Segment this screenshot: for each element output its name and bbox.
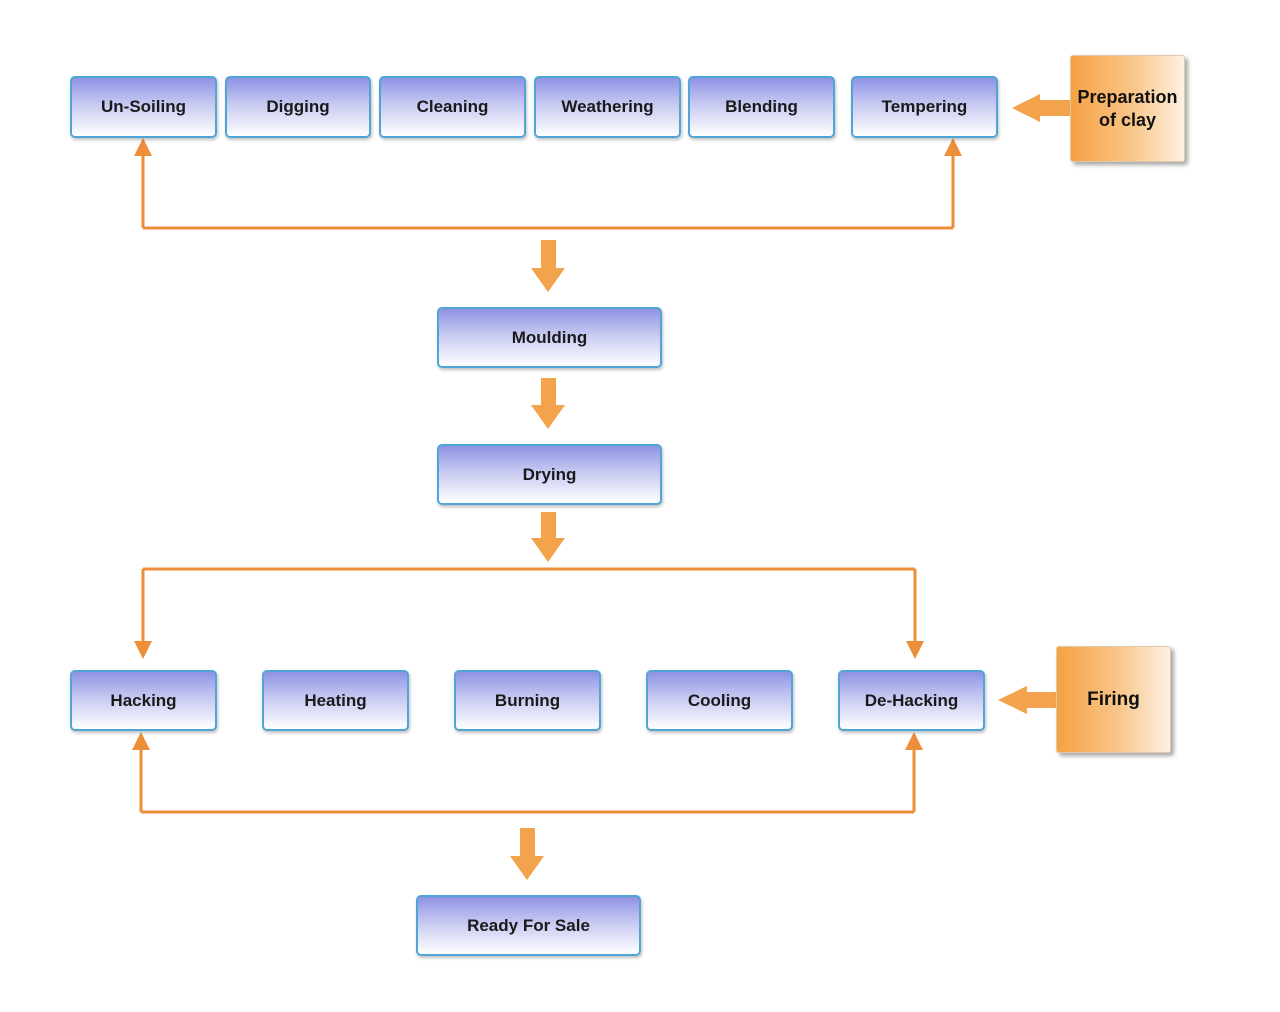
prep-left-arrow-icon [1012,94,1070,122]
step-cleaning: Cleaning [379,76,526,138]
step-moulding: Moulding [437,307,662,368]
down-arrow-to-firing [531,512,565,562]
step-de-hacking: De-Hacking [838,670,985,731]
down-arrow-to-ready [510,828,544,880]
step-label: Cleaning [416,97,489,116]
step-label: Hacking [110,690,177,710]
down-arrow-to-moulding [531,240,565,292]
down-arrow-to-drying [531,378,565,429]
step-label: Blending [725,97,798,116]
group-preparation-of-clay: Preparation of clay [1070,55,1185,162]
step-heating: Heating [262,670,409,731]
step-label: Weathering [561,97,654,116]
step-cooling: Cooling [646,670,793,731]
group-label: Firing [1087,689,1140,710]
step-label: Burning [494,690,561,710]
step-label: Tempering [881,97,968,116]
step-tempering: Tempering [851,76,998,138]
step-label: Un-Soiling [101,97,186,116]
group-firing: Firing [1056,646,1171,753]
step-ready-for-sale: Ready For Sale [416,895,641,956]
step-burning: Burning [454,670,601,731]
step-label: Drying [522,464,577,484]
step-weathering: Weathering [534,76,681,138]
step-label: De-Hacking [864,690,959,710]
step-blending: Blending [688,76,835,138]
step-label: Moulding [511,327,588,347]
step-hacking: Hacking [70,670,217,731]
step-label: Digging [266,97,330,116]
step-drying: Drying [437,444,662,505]
step-un-soiling: Un-Soiling [70,76,217,138]
group-label-line1: Preparation [1077,86,1178,107]
step-label: Cooling [687,690,752,710]
firing-left-arrow-icon [998,686,1057,714]
step-label: Ready For Sale [467,915,590,935]
step-label: Heating [304,690,367,710]
step-digging: Digging [225,76,371,138]
group-label-line2: of clay [1098,109,1157,130]
